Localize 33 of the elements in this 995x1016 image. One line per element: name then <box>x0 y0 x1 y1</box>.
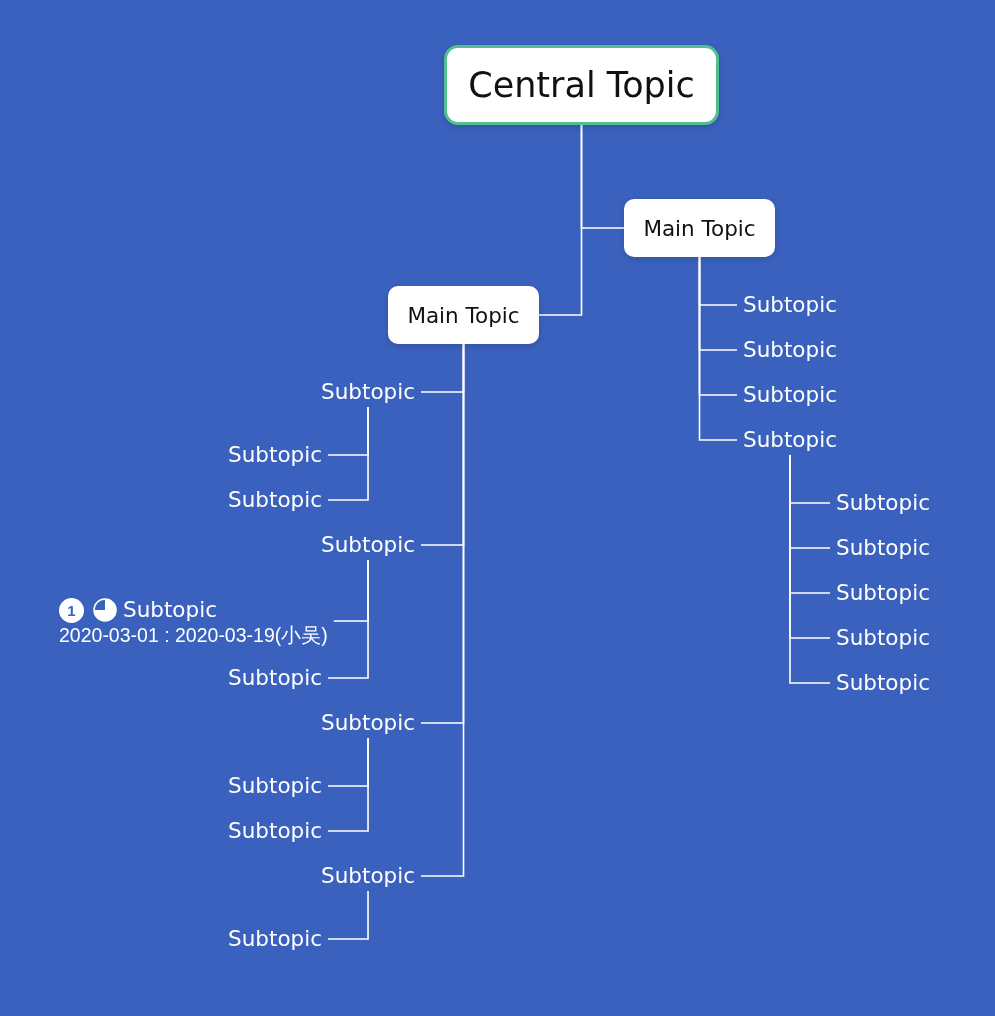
subtopic-text: Subtopic <box>222 771 328 801</box>
connector-line <box>327 406 369 501</box>
subtopic-text: Subtopic <box>830 578 936 608</box>
connector-line <box>789 454 831 684</box>
connector-line <box>327 559 369 679</box>
main-topic-box: Main Topic <box>624 199 775 257</box>
subtopic-text: Subtopic <box>737 290 843 320</box>
connector-line <box>420 343 465 877</box>
connector-line <box>698 256 738 441</box>
subtopic-text: Subtopic <box>830 488 936 518</box>
subtopic-text: Subtopic <box>123 596 217 624</box>
connector-line <box>327 890 369 940</box>
subtopic-text: Subtopic <box>830 668 936 698</box>
subtopic-text: Subtopic <box>737 335 843 365</box>
subtopic-text: Subtopic <box>222 485 328 515</box>
subtopic-text: Subtopic <box>315 530 421 560</box>
subtopic-text: Subtopic <box>222 924 328 954</box>
subtopic-text: Subtopic <box>737 425 843 455</box>
subtopic-text: Subtopic <box>830 623 936 653</box>
connector-line <box>538 124 583 316</box>
connector-line <box>327 737 369 832</box>
subtopic-text: Subtopic <box>315 861 421 891</box>
priority-badge: 1 <box>59 597 84 623</box>
subtopic-text: Subtopic <box>222 663 328 693</box>
subtopic-text: Subtopic <box>315 377 421 407</box>
main-topic-box: Main Topic <box>388 286 539 344</box>
subtopic-text: Subtopic <box>830 533 936 563</box>
subtopic-text: Subtopic <box>315 708 421 738</box>
subtopic-text: Subtopic <box>222 440 328 470</box>
central-topic-box: Central Topic <box>444 45 719 125</box>
subtopic-text: Subtopic <box>222 816 328 846</box>
date-range-text: 2020-03-01 : 2020-03-19(小吴) <box>59 624 328 646</box>
subtopic-text: Subtopic <box>737 380 843 410</box>
